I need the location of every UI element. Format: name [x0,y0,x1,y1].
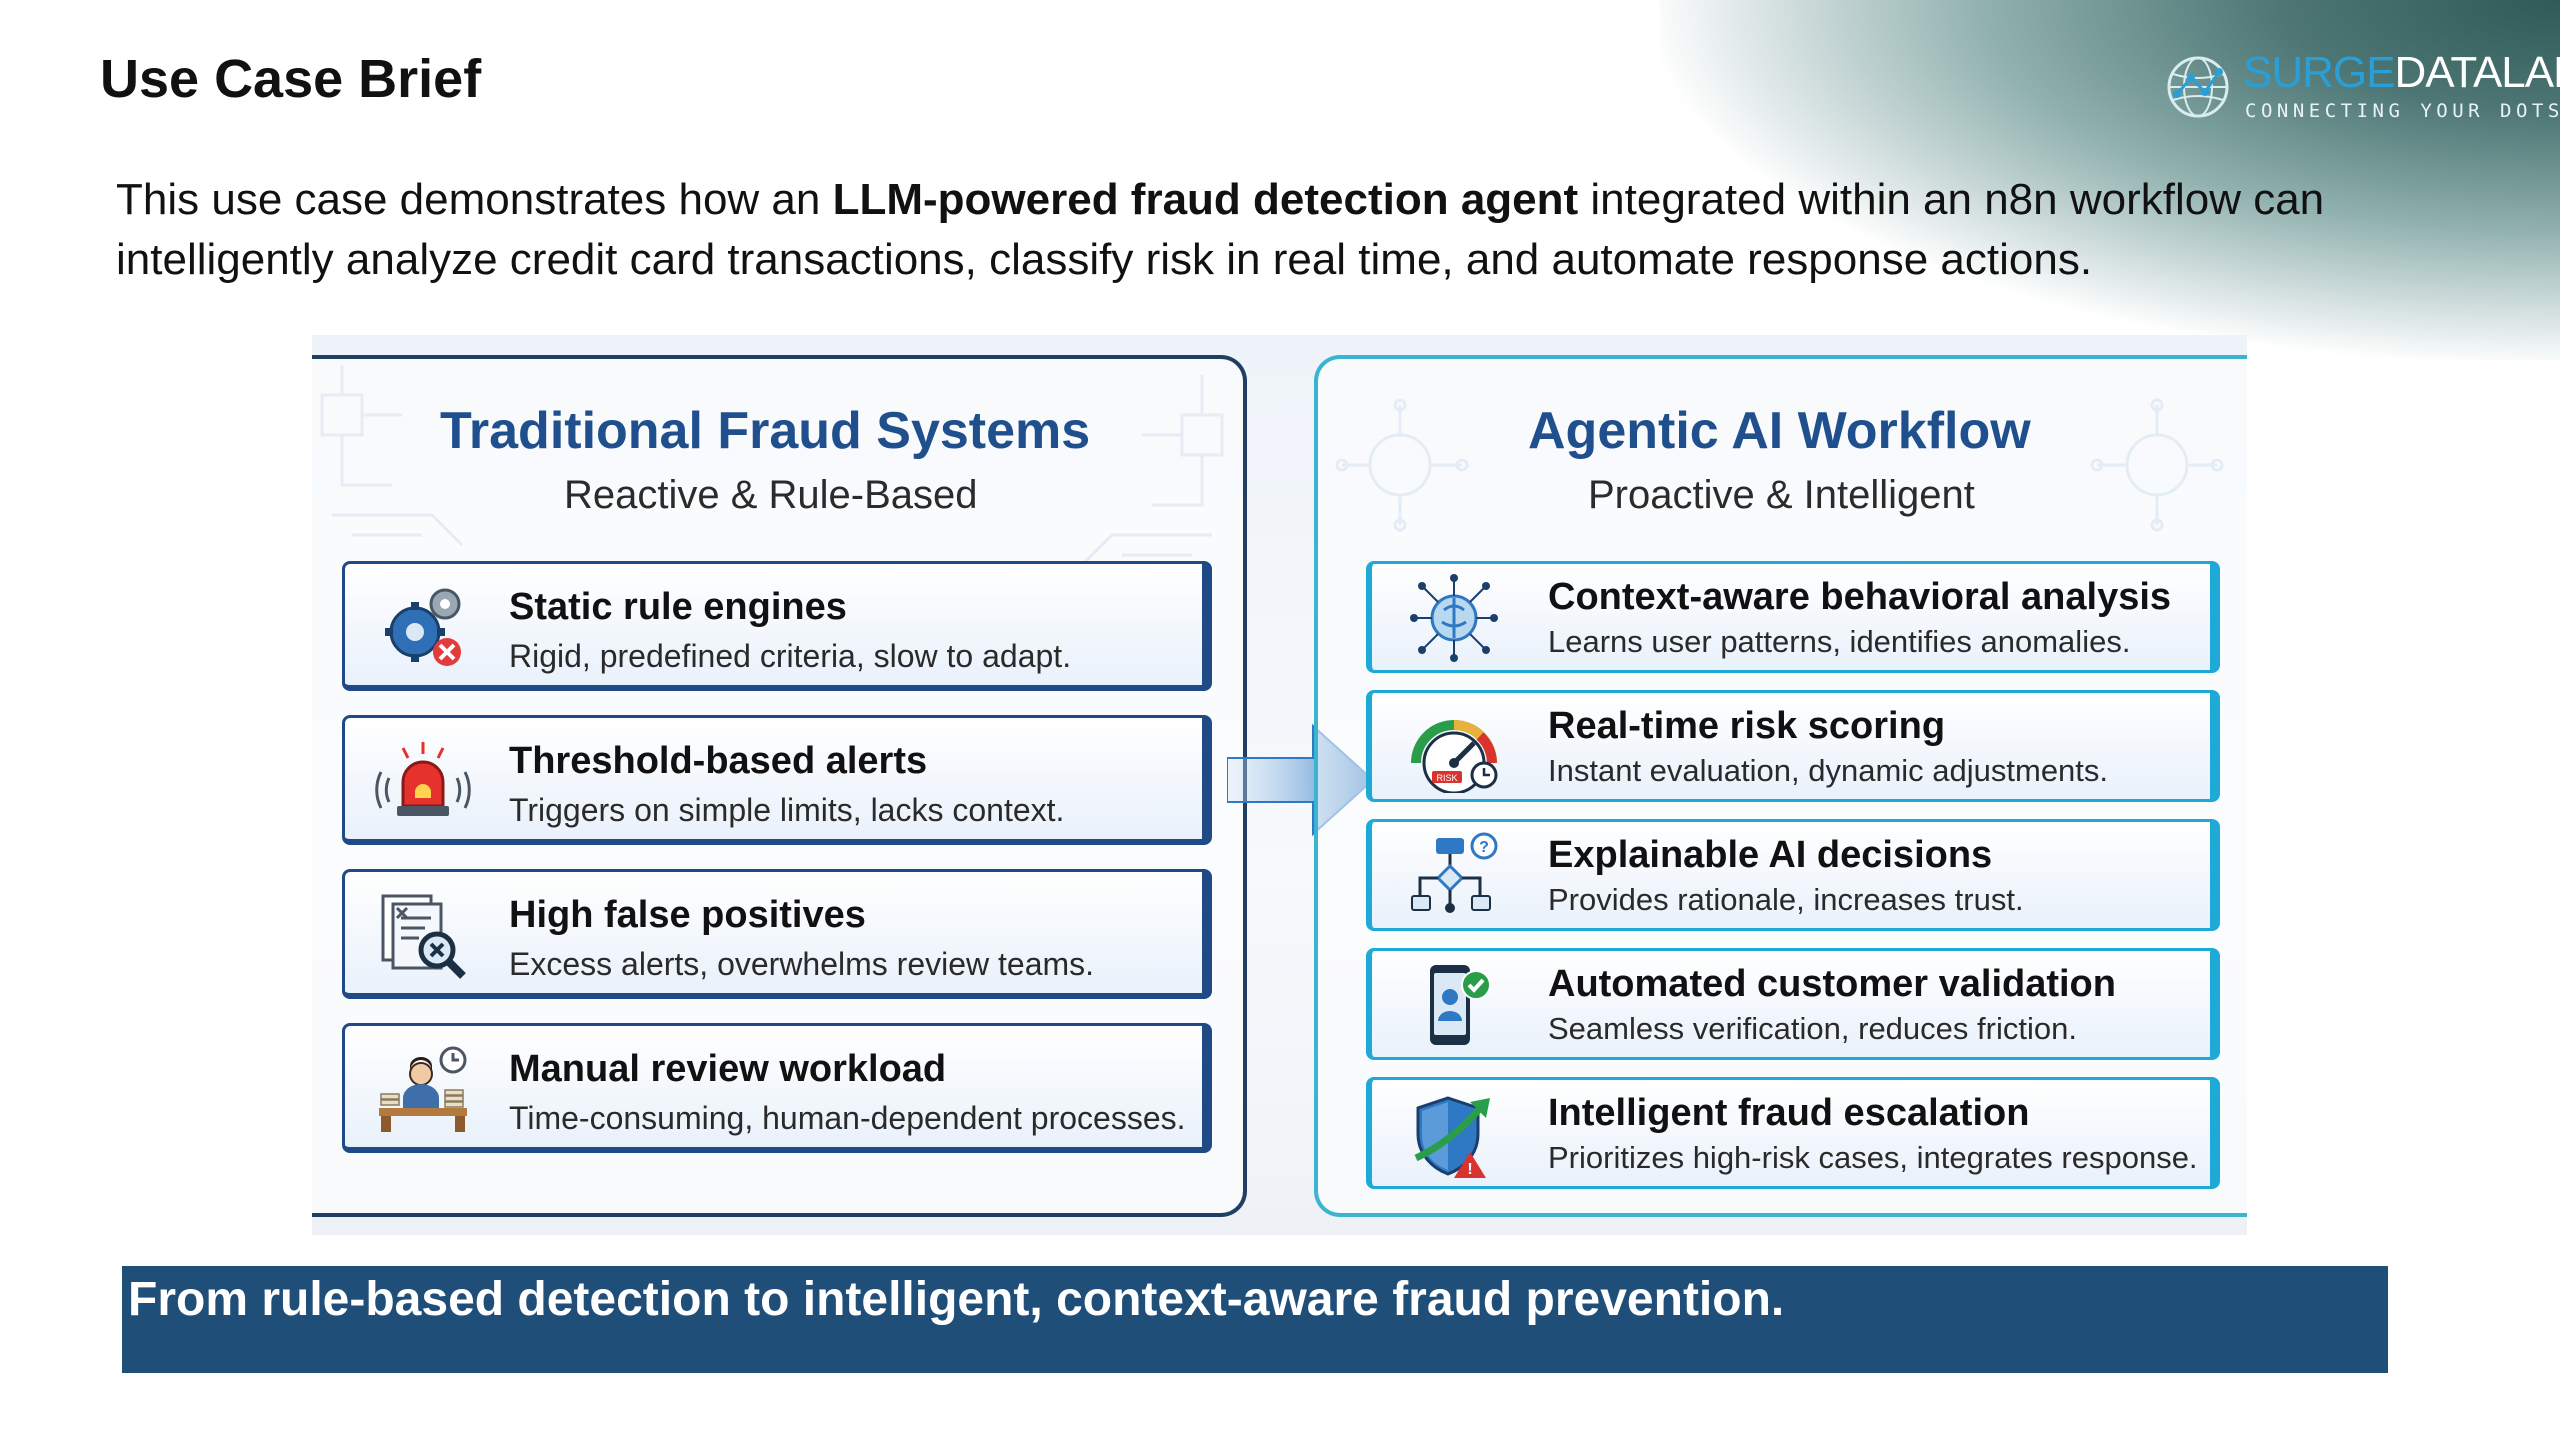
agentic-panel: Agentic AI Workflow Proactive & Intellig… [1314,355,2247,1217]
flowchart-question-icon: ? [1411,832,1498,913]
brain-network-icon [1410,574,1498,662]
intro-highlight: LLM-powered fraud detection agent [832,175,1579,224]
banner-text: From rule-based detection to intelligent… [128,1273,1785,1326]
item-title: Static rule engines [509,586,847,628]
agentic-item-risk-scoring: RISK Real-time risk scoring Instant eval… [1366,690,2220,802]
logo-tagline: CONNECTING YOUR DOTS [2245,100,2560,122]
item-description: Excess alerts, overwhelms review teams. [509,946,1095,982]
item-title: Automated customer validation [1548,963,2116,1005]
shield-escalation-icon: ! [1414,1096,1490,1178]
traditional-panel: Traditional Fraud Systems Reactive & Rul… [312,355,1247,1217]
document-search-icon [381,894,466,979]
item-title: Threshold-based alerts [509,740,928,782]
item-title: Explainable AI decisions [1548,834,1993,876]
agentic-panel-subtitle: Proactive & Intelligent [1588,473,1975,517]
page-title: Use Case Brief [100,49,482,109]
item-description: Seamless verification, reduces friction. [1548,1011,2077,1046]
svg-text:!: ! [1467,1161,1472,1178]
traditional-panel-subtitle: Reactive & Rule-Based [564,473,978,517]
svg-text:?: ? [1479,839,1489,856]
gauge-label: RISK [1436,773,1457,783]
item-description: Instant evaluation, dynamic adjustments. [1548,753,2109,788]
item-title: Real-time risk scoring [1548,705,1946,747]
comparison-figure: Traditional Fraud Systems Reactive & Rul… [312,335,2247,1235]
agentic-item-fraud-escalation: ! Intelligent fraud escalation Prioritiz… [1366,1077,2220,1189]
item-description: Time-consuming, human-dependent processe… [509,1100,1186,1136]
agentic-item-behavioral-analysis: Context-aware behavioral analysis Learns… [1366,561,2220,673]
reviewer-desk-icon [379,1046,467,1132]
agentic-item-explainable-ai: ? Explainable AI decisions Provides rati… [1366,819,2220,931]
alarm-siren-icon [375,742,471,816]
traditional-item-threshold-alerts: Threshold-based alerts Triggers on simpl… [342,715,1212,845]
conclusion-banner: From rule-based detection to intelligent… [122,1266,2388,1373]
item-title: High false positives [509,894,866,936]
gears-error-icon [385,588,461,666]
item-title: Manual review workload [509,1048,947,1090]
item-title: Intelligent fraud escalation [1548,1092,2030,1134]
item-title: Context-aware behavioral analysis [1548,576,2172,618]
agentic-item-customer-validation: Automated customer validation Seamless v… [1366,948,2220,1060]
item-description: Learns user patterns, identifies anomali… [1548,624,2131,659]
agentic-panel-title: Agentic AI Workflow [1528,402,2031,460]
traditional-item-false-positives: High false positives Excess alerts, over… [342,869,1212,999]
phone-verify-icon [1430,965,1491,1045]
traditional-panel-title: Traditional Fraud Systems [440,402,1091,460]
logo-wordmark: SURGEDATALAB [2243,48,2560,97]
brand-logo: SURGEDATALAB CONNECTING YOUR DOTS [2165,48,2560,128]
item-description: Triggers on simple limits, lacks context… [509,792,1065,828]
item-description: Rigid, predefined criteria, slow to adap… [509,638,1072,674]
traditional-item-manual-review: Manual review workload Time-consuming, h… [342,1023,1212,1153]
intro-paragraph: This use case demonstrates how an LLM-po… [116,175,2325,284]
traditional-item-static-rules: Static rule engines Rigid, predefined cr… [342,561,1212,691]
risk-gauge-icon: RISK [1411,720,1498,793]
item-description: Provides rationale, increases trust. [1548,882,2024,917]
globe-network-icon [2167,56,2229,118]
item-description: Prioritizes high-risk cases, integrates … [1548,1140,2198,1175]
